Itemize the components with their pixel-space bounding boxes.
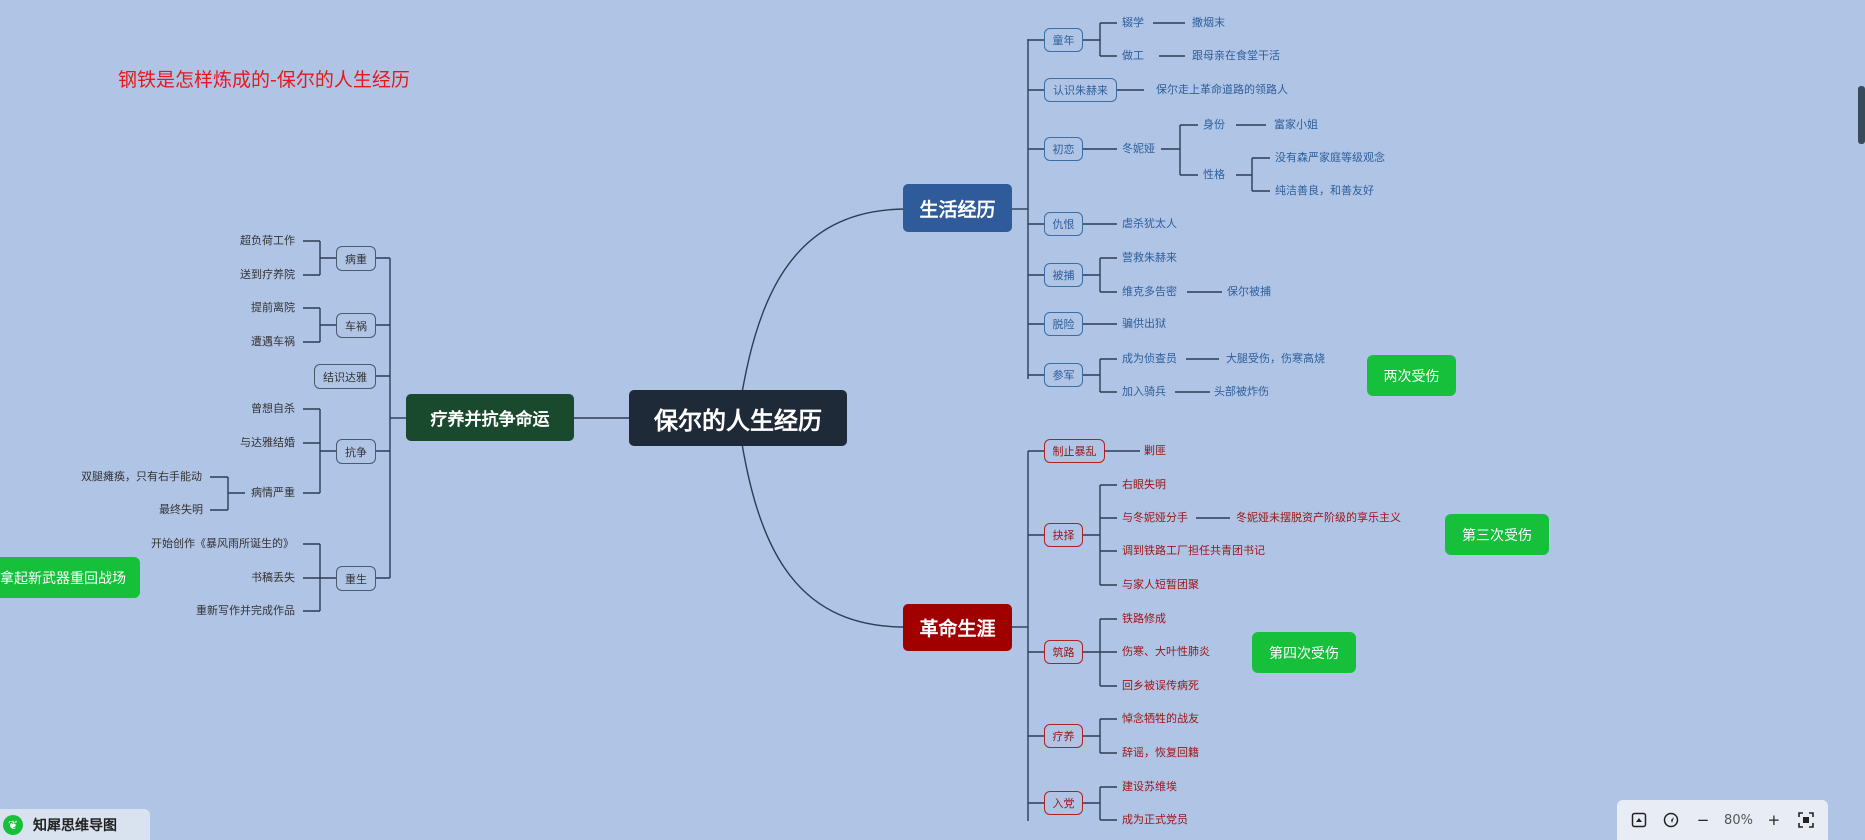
node-tonya[interactable]: 冬妮娅 [1122,142,1155,155]
node-fight[interactable]: 抗争 [336,439,376,464]
zoom-out-button[interactable]: − [1696,811,1710,829]
node-railway[interactable]: 筑路 [1044,640,1083,664]
node-ill-d2[interactable]: 送到疗养院 [240,268,295,281]
node-rest-d2[interactable]: 辞谣，恢复回籍 [1122,746,1199,759]
zoom-toolbar: − 80% + [1617,800,1828,840]
outline-toggle-icon[interactable] [1628,809,1650,831]
node-identity-detail[interactable]: 富家小姐 [1274,118,1318,131]
node-arrested-detail2[interactable]: 维克多告密 [1122,285,1177,298]
node-character-detail1[interactable]: 没有森严家庭等级观念 [1275,151,1385,164]
node-childhood[interactable]: 童年 [1044,28,1083,52]
page-title: 钢铁是怎样炼成的-保尔的人生经历 [118,69,410,91]
node-fight-d3a[interactable]: 双腿瘫痪，只有右手能动 [81,470,202,483]
node-meet[interactable]: 认识朱赫来 [1044,78,1117,102]
node-reb-d3[interactable]: 重新写作并完成作品 [196,604,295,617]
node-railway-d3[interactable]: 回乡被误传病死 [1122,679,1199,692]
node-hatred-detail[interactable]: 虐杀犹太人 [1122,217,1177,230]
node-choice-d3[interactable]: 调到铁路工厂担任共青团书记 [1122,544,1265,557]
node-character[interactable]: 性格 [1203,168,1225,181]
node-riot-detail[interactable]: 剿匪 [1144,444,1166,457]
zoom-in-button[interactable]: + [1767,811,1781,829]
node-railway-d1[interactable]: 铁路修成 [1122,612,1166,625]
node-ill-d1[interactable]: 超负荷工作 [240,234,295,247]
branch-recuperate[interactable]: 疗养并抗争命运 [406,394,574,441]
node-fight-d1[interactable]: 曾想自杀 [251,402,295,415]
node-rebirth[interactable]: 重生 [336,566,376,591]
node-reb-d2[interactable]: 书稿丢失 [251,571,295,584]
node-acc-d1[interactable]: 提前离院 [251,301,295,314]
node-party[interactable]: 入党 [1044,791,1083,815]
node-party-d2[interactable]: 成为正式党员 [1122,813,1188,826]
root-node[interactable]: 保尔的人生经历 [629,390,847,446]
node-army-detail2b[interactable]: 头部被炸伤 [1214,385,1269,398]
node-party-d1[interactable]: 建设苏维埃 [1122,780,1177,793]
node-choice-d2b[interactable]: 冬妮娅未摆脱资产阶级的享乐主义 [1236,511,1401,524]
node-accident[interactable]: 车祸 [336,313,376,338]
note-fourth-injury[interactable]: 第四次受伤 [1252,632,1356,673]
node-riot[interactable]: 制止暴乱 [1044,439,1105,463]
node-rest[interactable]: 疗养 [1044,724,1083,748]
node-fight-d3b[interactable]: 最终失明 [159,503,203,516]
node-choice-d4[interactable]: 与家人短暂团聚 [1122,578,1199,591]
node-hatred[interactable]: 仇恨 [1044,212,1083,236]
node-firstlove[interactable]: 初恋 [1044,137,1083,161]
node-rest-d1[interactable]: 悼念牺牲的战友 [1122,712,1199,725]
node-fight-d2[interactable]: 与达雅结婚 [240,436,295,449]
node-meet-detail[interactable]: 保尔走上革命道路的领路人 [1156,83,1288,96]
node-daya[interactable]: 结识达雅 [314,364,376,389]
note-two-injuries[interactable]: 两次受伤 [1367,355,1456,396]
zoom-level: 80% [1724,812,1753,828]
node-escape-detail[interactable]: 骗供出狱 [1122,317,1166,330]
branch-life[interactable]: 生活经历 [903,184,1012,232]
node-childhood-work-detail[interactable]: 跟母亲在食堂干活 [1192,49,1280,62]
node-arrested-detail2b[interactable]: 保尔被捕 [1227,285,1271,298]
node-identity[interactable]: 身份 [1203,118,1225,131]
vertical-scrollbar[interactable] [1858,86,1865,144]
node-acc-d2[interactable]: 遭遇车祸 [251,335,295,348]
locate-icon[interactable] [1660,809,1682,831]
node-army-detail1[interactable]: 成为侦查员 [1122,352,1177,365]
brand-badge[interactable]: ❦ 知犀思维导图 [0,809,150,840]
brand-name: 知犀思维导图 [33,817,117,834]
branch-revolution[interactable]: 革命生涯 [903,604,1012,651]
brand-logo-icon: ❦ [3,814,23,835]
node-childhood-study[interactable]: 辍学 [1122,16,1144,29]
node-choice-d2[interactable]: 与冬妮娅分手 [1122,511,1188,524]
node-arrested-detail1[interactable]: 营救朱赫来 [1122,251,1177,264]
node-character-detail2[interactable]: 纯洁善良，和善友好 [1275,184,1374,197]
node-childhood-work[interactable]: 做工 [1122,49,1144,62]
node-railway-d2[interactable]: 伤寒、大叶性肺炎 [1122,645,1210,658]
node-choice[interactable]: 抉择 [1044,523,1083,547]
node-army-detail1b[interactable]: 大腿受伤，伤寒高烧 [1226,352,1325,365]
node-childhood-study-detail[interactable]: 撒烟末 [1192,16,1225,29]
note-new-weapon[interactable]: 拿起新武器重回战场 [0,557,140,598]
node-reb-d1[interactable]: 开始创作《暴风雨所诞生的》 [151,537,294,550]
node-ill[interactable]: 病重 [336,246,376,271]
fit-screen-icon[interactable] [1795,809,1817,831]
node-fight-d3[interactable]: 病情严重 [251,486,295,499]
node-choice-d1[interactable]: 右眼失明 [1122,478,1166,491]
node-army[interactable]: 参军 [1044,363,1083,387]
node-army-detail2[interactable]: 加入骑兵 [1122,385,1166,398]
note-third-injury[interactable]: 第三次受伤 [1445,514,1549,555]
node-escape[interactable]: 脱险 [1044,312,1083,336]
node-arrested[interactable]: 被捕 [1044,263,1083,287]
